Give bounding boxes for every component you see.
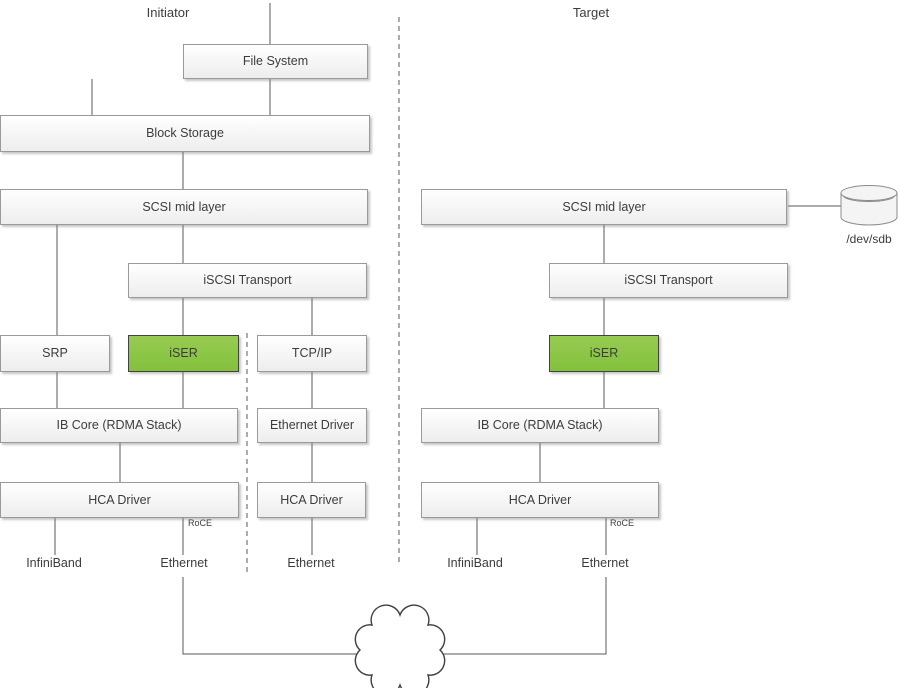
- roce-label-target: RoCE: [610, 518, 635, 528]
- roce-label-initiator: RoCE: [188, 518, 213, 528]
- infiniband-label-target: InfiniBand: [447, 556, 503, 570]
- box-scsi-mid-layer-target: SCSI mid layer: [421, 189, 787, 225]
- box-hca-driver-initiator-rdma: HCA Driver: [0, 482, 239, 518]
- box-hca-driver-target: HCA Driver: [421, 482, 659, 518]
- box-iscsi-transport-target: iSCSI Transport: [549, 263, 788, 298]
- box-srp: SRP: [0, 335, 110, 372]
- box-file-system: File System: [183, 44, 368, 79]
- network-cloud-icon: [354, 604, 446, 688]
- target-section-label: Target: [572, 5, 610, 20]
- storage-device-label: /dev/sdb: [846, 232, 892, 246]
- initiator-section-label: Initiator: [146, 5, 190, 20]
- box-ethernet-driver: Ethernet Driver: [257, 408, 367, 443]
- ethernet-label-target: Ethernet: [581, 556, 629, 570]
- infiniband-label-initiator: InfiniBand: [26, 556, 82, 570]
- box-tcp-ip: TCP/IP: [257, 335, 367, 372]
- box-hca-driver-initiator-eth: HCA Driver: [257, 482, 366, 518]
- box-ib-core-target: IB Core (RDMA Stack): [421, 408, 659, 443]
- box-scsi-mid-layer-initiator: SCSI mid layer: [0, 189, 368, 225]
- box-iser-target: iSER: [549, 335, 659, 372]
- box-iser-initiator: iSER: [128, 335, 239, 372]
- box-ib-core-initiator: IB Core (RDMA Stack): [0, 408, 238, 443]
- ethernet-label-initiator-tcp: Ethernet: [287, 556, 335, 570]
- disk-cylinder-icon: [840, 185, 898, 226]
- box-block-storage: Block Storage: [0, 115, 370, 152]
- box-iscsi-transport-initiator: iSCSI Transport: [128, 263, 367, 298]
- ethernet-label-initiator-rdma: Ethernet: [160, 556, 208, 570]
